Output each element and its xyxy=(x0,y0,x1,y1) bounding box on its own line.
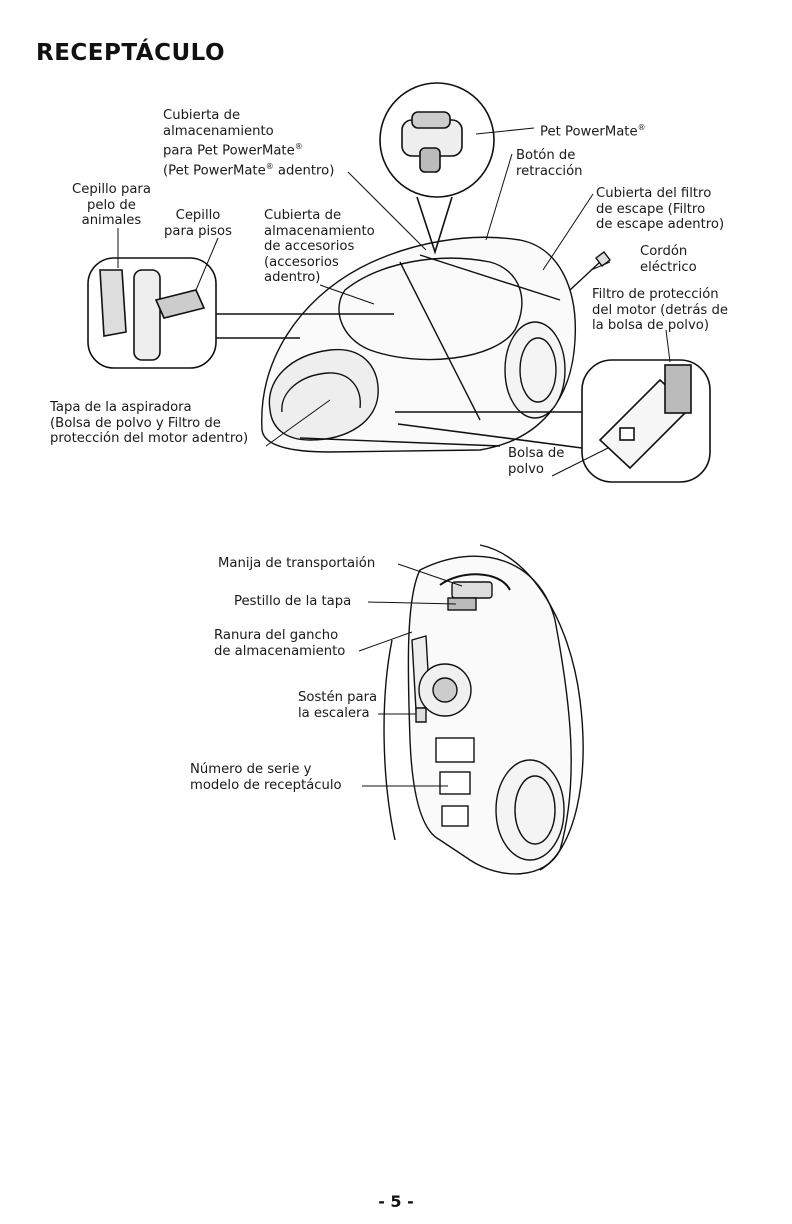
power-cord-label: Cordón eléctrico xyxy=(640,244,697,275)
vacuum-lid-label: Tapa de la aspiradora (Bolsa de polvo y … xyxy=(50,400,249,447)
dust-bag-label: Bolsa de polvo xyxy=(508,446,565,477)
accessory-cover-label: Cubierta de almacenamiento de accesorios… xyxy=(264,208,375,286)
lid-latch-label: Pestillo de la tapa xyxy=(234,594,352,609)
exhaust-filter-cover-label: Cubierta del filtro de escape (Filtro de… xyxy=(596,186,725,233)
canister-front-illustration xyxy=(87,82,711,483)
canister-rear-illustration xyxy=(358,544,584,875)
floor-brush-label: Cepillo para pisos xyxy=(164,208,232,239)
retraction-button-label: Botón de retracción xyxy=(516,148,583,179)
stair-holder-label: Sostén para la escalera xyxy=(298,690,378,721)
pet-powermate-label: Pet PowerMate® xyxy=(540,123,646,140)
pet-hair-brush-label: Cepillo para pelo de animales xyxy=(72,182,151,229)
page-number: - 5 - xyxy=(378,1192,414,1211)
page-title: RECEPTÁCULO xyxy=(36,40,226,66)
hook-slot-label: Ranura del gancho de almacenamiento xyxy=(214,628,346,659)
motor-filter-label: Filtro de protección del motor (detrás d… xyxy=(592,287,728,334)
storage-cover-label: Cubierta de almacenamiento para Pet Powe… xyxy=(163,108,335,179)
carry-handle-label: Manija de transportaión xyxy=(218,556,376,571)
serial-number-label: Número de serie y modelo de receptáculo xyxy=(190,762,342,793)
